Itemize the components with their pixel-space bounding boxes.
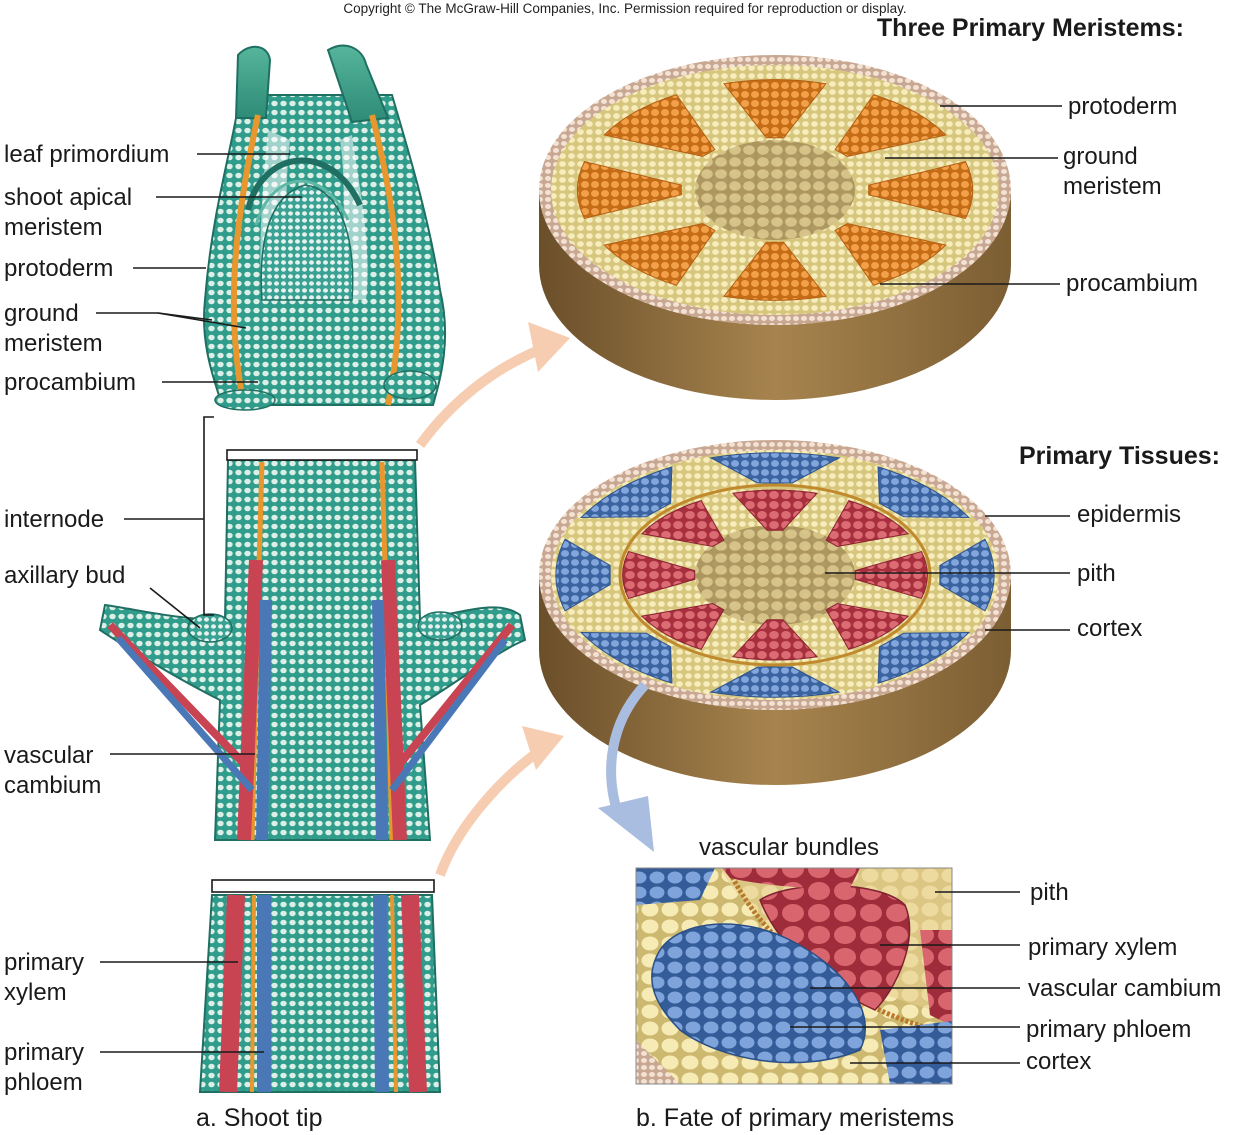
procambium-bundle	[603, 94, 716, 157]
label-ground-meristem-right-2: meristem	[1063, 173, 1162, 200]
meristem-disk	[539, 55, 1011, 400]
label-vascular-1: vascular	[4, 742, 93, 769]
label-primary-phloem-left-1: primary	[4, 1039, 84, 1066]
shoot-tip-illustration	[98, 44, 527, 1093]
phloem-bundle	[877, 631, 971, 684]
xylem-bundle	[640, 603, 725, 650]
phloem-bundle	[939, 538, 995, 612]
label-vascular-2: cambium	[4, 772, 101, 799]
label-cortex-tissues: cortex	[1077, 615, 1142, 642]
label-procambium-right: procambium	[1066, 270, 1198, 297]
internode-bracket	[203, 416, 214, 616]
label-protoderm-left: protoderm	[4, 255, 113, 282]
label-cortex-detail: cortex	[1026, 1048, 1091, 1075]
label-vascular-cambium-detail: vascular cambium	[1028, 975, 1221, 1002]
label-primary-xylem-left-2: xylem	[4, 979, 67, 1006]
procambium-bundle	[576, 160, 682, 220]
procambium-bundle	[723, 241, 827, 301]
lower-section-cut	[211, 879, 435, 893]
detail-heading: vascular bundles	[699, 834, 879, 861]
caption-fate-of-meristems: b. Fate of primary meristems	[636, 1104, 954, 1132]
label-shoot-apical-1: shoot apical	[4, 184, 132, 211]
label-axillary-bud: axillary bud	[4, 562, 125, 589]
xylem-bundle	[854, 550, 928, 600]
primary-tissue-disk	[539, 440, 1011, 785]
phloem-bundle	[709, 452, 841, 484]
copyright-text: Copyright © The McGraw-Hill Companies, I…	[343, 1, 906, 16]
procambium-bundle	[834, 94, 947, 157]
label-leaf-primordium: leaf primordium	[4, 141, 169, 168]
label-shoot-apical-2: meristem	[4, 214, 103, 241]
vascular-bundle-detail	[635, 867, 953, 1085]
xylem-bundle	[732, 619, 818, 661]
label-primary-phloem-detail: primary phloem	[1026, 1016, 1191, 1043]
label-pith-detail: pith	[1030, 879, 1069, 906]
phloem-bundle	[877, 466, 971, 519]
label-protoderm-right: protoderm	[1068, 93, 1177, 120]
procambium-bundle	[834, 223, 947, 286]
procambium-bundle	[868, 160, 974, 220]
phloem-bundle	[579, 631, 673, 684]
label-procambium-left: procambium	[4, 369, 136, 396]
upper-section-cut	[226, 449, 418, 461]
arrow-to-tissues	[435, 740, 551, 877]
meristems-heading: Three Primary Meristems:	[877, 14, 1184, 42]
left-labels: leaf primordium shoot apical meristem pr…	[4, 141, 302, 1096]
xylem-bundle	[825, 500, 910, 547]
label-primary-xylem-detail: primary xylem	[1028, 934, 1177, 961]
caption-shoot-tip: a. Shoot tip	[196, 1104, 322, 1132]
phloem-bundle	[709, 666, 841, 698]
label-epidermis: epidermis	[1077, 501, 1181, 528]
xylem-bundle	[640, 500, 725, 547]
xylem-bundle	[622, 550, 696, 600]
label-internode: internode	[4, 506, 104, 533]
arrow-to-tissues-head	[522, 726, 564, 770]
procambium-bundle	[723, 79, 827, 139]
xylem-bundle	[825, 603, 910, 650]
phloem-bundle	[579, 466, 673, 519]
label-ground-meristem-right-1: ground	[1063, 143, 1138, 170]
label-ground-1: ground	[4, 300, 79, 327]
arrow-to-detail-head	[598, 796, 654, 852]
procambium-bundle	[603, 223, 716, 286]
arrow-to-detail	[606, 681, 649, 822]
label-primary-phloem-left-2: phloem	[4, 1069, 83, 1096]
xylem-bundle	[732, 489, 818, 531]
label-primary-xylem-left-1: primary	[4, 949, 84, 976]
arrow-to-meristems-head	[528, 322, 570, 372]
label-ground-2: meristem	[4, 330, 103, 357]
phloem-bundle	[555, 538, 611, 612]
tissues-heading: Primary Tissues:	[1019, 442, 1220, 470]
label-pith-tissues: pith	[1077, 560, 1116, 587]
